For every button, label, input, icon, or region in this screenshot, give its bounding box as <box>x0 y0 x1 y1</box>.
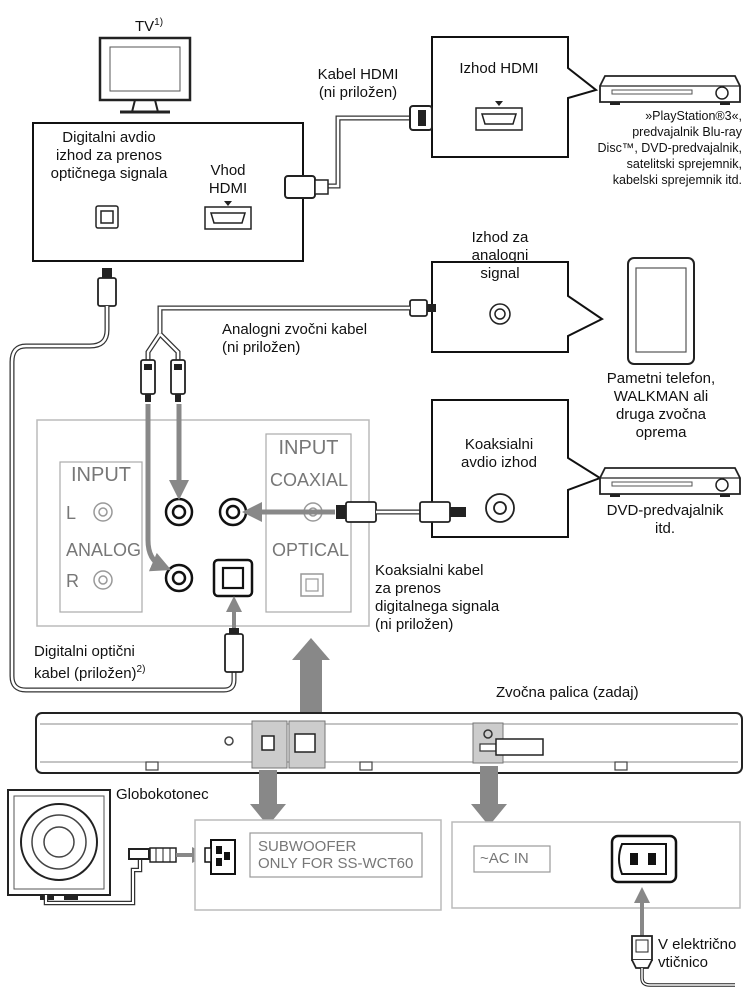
hdmi-cable-label: Kabel HDMI (ni priložen) <box>317 66 399 101</box>
analog-cable <box>140 299 436 402</box>
soundbar-icon <box>35 712 743 774</box>
optical-label: OPTICAL <box>272 540 350 560</box>
analog-jack-icon <box>489 303 511 325</box>
tv-hdmi-in-label: Vhod HDMI <box>208 162 248 197</box>
subwoofer-panel-label: SUBWOOFER ONLY FOR SS-WCT60 <box>258 838 414 872</box>
analog-r-jack-icon <box>93 570 113 590</box>
analog-l-jack-icon <box>93 502 113 522</box>
soundbar-label: Zvočna palica (zadaj) <box>496 684 639 701</box>
coaxial-jack-bold-icon <box>218 497 248 527</box>
bluray-player-icon <box>599 75 741 105</box>
analog-input-group <box>59 461 143 613</box>
subwoofer-icon <box>7 789 111 900</box>
analog-r-jack-bold-icon <box>164 563 194 593</box>
hdmi-cable <box>284 105 433 199</box>
analog-r-label: R <box>66 571 79 591</box>
dvd-player-icon <box>599 467 741 497</box>
power-cord <box>631 887 735 987</box>
smartphone-icon <box>627 257 695 365</box>
subwoofer-label: Globokotonec <box>116 786 209 803</box>
analog-out-label: Izhod za analogni signal <box>471 229 529 282</box>
hdmi-out-port-icon <box>475 101 523 131</box>
optical-cable <box>9 268 244 693</box>
subwoofer-port-icon <box>204 839 236 875</box>
analog-l-label: L <box>66 503 77 523</box>
dvd-device-label: DVD-predvajalnik itd. <box>606 502 724 537</box>
coaxial-cable <box>336 501 466 523</box>
tv-optical-port-icon <box>95 205 119 229</box>
coaxial-out-jack-icon <box>485 493 515 523</box>
tv-label: TV1) <box>135 17 164 35</box>
zoom-arrow-up <box>292 638 330 724</box>
outlet-label: V električno vtičnico <box>658 936 737 971</box>
input-right-label: INPUT <box>278 437 339 459</box>
analog-out-box <box>431 261 604 353</box>
phone-device-label: Pametni telefon, WALKMAN ali druga zvočn… <box>606 370 716 441</box>
hdmi-device-label: »PlayStation®3«, predvajalnik Blu-ray Di… <box>597 109 742 187</box>
digital-input-group <box>265 433 352 613</box>
ac-panel <box>451 821 741 909</box>
hdmi-out-box <box>431 36 599 158</box>
subwoofer-cable <box>43 847 208 906</box>
coaxial-cable-label: Koaksialni kabel za prenos digitalnega s… <box>375 562 500 633</box>
input-left-label: INPUT <box>71 464 131 486</box>
coaxial-out-box <box>431 399 603 538</box>
coaxial-label: COAXIAL <box>270 470 349 490</box>
tv-optical-out-label: Digitalni avdio izhod za prenos optičneg… <box>50 129 168 182</box>
coaxial-out-label: Koaksialni avdio izhod <box>461 436 537 471</box>
tv-hdmi-port-icon <box>204 201 252 230</box>
analog-cable-label: Analogni zvočni kabel (ni priložen) <box>222 321 368 356</box>
zoom-arrows-down <box>250 766 507 826</box>
analog-l-jack-bold-icon <box>164 497 194 527</box>
ac-inlet-icon <box>610 834 678 884</box>
analog-label: ANALOG <box>66 540 142 560</box>
ac-in-label: ~AC IN <box>480 850 529 867</box>
optical-port-bold-icon <box>212 558 254 598</box>
optical-cable-label: Digitalni optični kabel (priložen)2) <box>34 643 146 682</box>
hdmi-out-label: Izhod HDMI <box>459 60 539 77</box>
optical-port-faint-icon <box>300 573 324 597</box>
tv-icon <box>98 36 192 114</box>
connect-arrows <box>145 404 335 572</box>
